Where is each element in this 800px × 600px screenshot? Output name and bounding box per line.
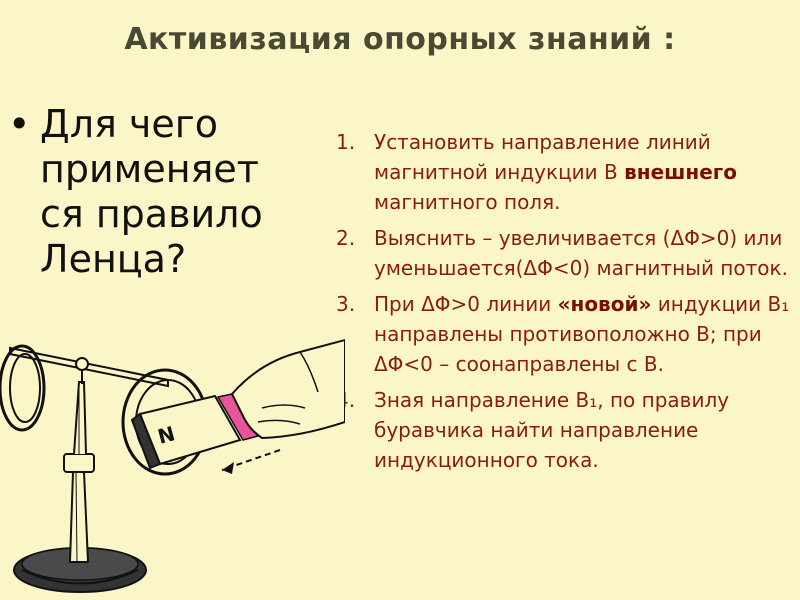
answer-item-3: 3. При ΔΦ>0 линии «новой» индукции В₁ на… — [336, 289, 796, 379]
slide-title: Активизация опорных знаний : — [124, 22, 676, 57]
question-text: Для чего применяет ся правило Ленца? — [40, 102, 263, 281]
answer-item-1: 1. Установить направление линий магнитно… — [336, 127, 796, 217]
motion-arrow — [221, 449, 281, 474]
magnet: N — [130, 393, 260, 470]
answer-text: При ΔΦ>0 линии — [374, 292, 558, 316]
answer-list: 1. Установить направление линий магнитно… — [336, 127, 796, 481]
answer-text: Зная направление В₁, по правилу буравчик… — [374, 388, 730, 472]
answer-text: магнитного поля. — [374, 190, 561, 214]
lenz-apparatus-illustration: N — [0, 338, 345, 593]
answer-number: 3. — [336, 292, 356, 316]
answer-highlight: «новой» — [557, 292, 652, 316]
hand — [230, 338, 345, 440]
apparatus-stand — [63, 381, 95, 563]
answer-number: 2. — [336, 226, 356, 250]
answer-number: 1. — [336, 130, 356, 154]
answer-text: Выяснить – увеличивается (ΔΦ>0) или умен… — [374, 226, 788, 280]
answer-highlight: внешнего — [624, 160, 737, 184]
answer-text: индукции В₁ направлены противоположно В;… — [374, 292, 790, 376]
question-bullet: • — [8, 102, 31, 146]
answer-text: Установить направление линий магнитной и… — [374, 130, 711, 184]
question-block: • Для чего применяет ся правило Ленца? — [8, 102, 308, 282]
answer-item-4: 4. Зная направление В₁, по правилу бурав… — [336, 385, 796, 475]
left-ring — [0, 344, 46, 432]
apparatus-base — [13, 547, 147, 593]
magnet-pole-label: N — [155, 421, 177, 449]
answer-item-2: 2. Выяснить – увеличивается (ΔΦ>0) или у… — [336, 223, 796, 283]
